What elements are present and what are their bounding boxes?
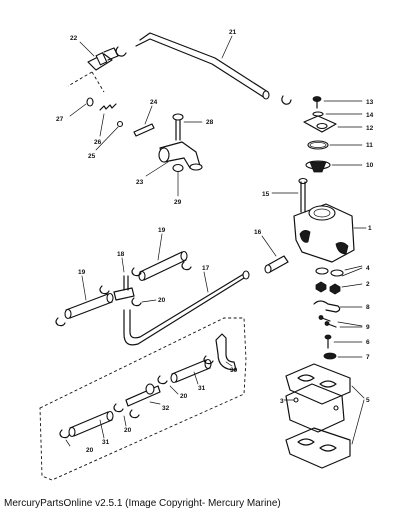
callout-14: 14 (366, 112, 374, 119)
part-30-elbow-hose (215, 333, 237, 371)
callout-20b: 20 (180, 393, 188, 400)
callout-30: 30 (230, 367, 238, 374)
part-28-screw (172, 113, 203, 141)
callout-19b: 19 (78, 269, 86, 276)
callout-18: 18 (117, 251, 125, 258)
callout-13: 13 (366, 99, 374, 106)
part-19-hose-left (64, 275, 114, 320)
callout-20a: 20 (158, 297, 166, 304)
part-27-oring (69, 97, 94, 117)
callout-12: 12 (366, 125, 374, 132)
callout-24: 24 (150, 99, 158, 106)
part-4-washers (315, 265, 363, 277)
part-7-washer (323, 352, 363, 360)
part-21-tube (135, 32, 270, 100)
part-29-washer (172, 163, 184, 197)
part-18-tee (113, 257, 135, 301)
part-2-nuts (315, 281, 363, 295)
part-13-screw (312, 96, 363, 109)
part-10-thermostat (305, 160, 363, 173)
leader-dashed-27 (67, 71, 93, 87)
callout-15: 15 (262, 191, 270, 198)
callout-9: 9 (366, 324, 370, 331)
part-16-fitting (261, 235, 289, 274)
part-9-screws (318, 315, 363, 328)
part-19-hose-upper (138, 233, 188, 282)
part-25-pin (95, 120, 124, 151)
part-23-elbow (145, 141, 203, 177)
callout-11: 11 (366, 142, 373, 149)
image-caption: MercuryPartsOnline v2.5.1 (Image Copyrig… (4, 498, 281, 509)
part-11-oring (307, 140, 363, 150)
callout-21: 21 (229, 29, 237, 36)
callout-7: 7 (366, 354, 370, 361)
part-20-clamps-upper (55, 261, 192, 327)
callout-1: 1 (368, 225, 372, 232)
callout-labels: 1 2 3 4 5 6 7 8 9 10 11 12 13 14 15 16 1… (56, 29, 374, 454)
part-26-spring (99, 103, 117, 137)
callout-32: 32 (162, 405, 170, 412)
part-24-nipple (133, 105, 155, 137)
callout-26: 26 (94, 139, 102, 146)
part-6-bolt (324, 334, 363, 349)
callout-19a: 19 (158, 227, 166, 234)
callout-8: 8 (366, 304, 370, 311)
callout-31a: 31 (198, 385, 206, 392)
callout-3: 3 (280, 398, 284, 405)
callout-29: 29 (174, 199, 182, 206)
callout-27: 27 (56, 116, 64, 123)
callout-31b: 31 (102, 439, 110, 446)
callout-10: 10 (366, 162, 374, 169)
callout-2: 2 (366, 281, 370, 288)
callout-20c: 20 (124, 427, 132, 434)
part-31-hose-lower (68, 410, 114, 439)
callout-22: 22 (70, 35, 78, 42)
part-15-bolt (271, 177, 308, 213)
leader-dashed-22 (91, 71, 105, 93)
part-3-plate (283, 383, 345, 433)
part-5-gaskets (285, 363, 365, 469)
callout-28: 28 (206, 119, 214, 126)
callout-17: 17 (202, 265, 210, 272)
callout-20d: 20 (86, 447, 94, 454)
part-1-housing (293, 203, 367, 263)
part-31-hose-upper (170, 358, 212, 385)
part-14-washer (312, 111, 363, 117)
part-8-clip (313, 300, 363, 313)
callout-16: 16 (254, 229, 262, 236)
part-32-fitting (125, 383, 161, 407)
part-22-fitting (79, 41, 119, 71)
part-20-clamps-lower (59, 355, 214, 447)
callout-4: 4 (366, 265, 370, 272)
callout-5: 5 (366, 397, 370, 404)
part-12-cover (303, 115, 363, 133)
callout-25: 25 (88, 153, 96, 160)
callout-6: 6 (366, 339, 370, 346)
callout-23: 23 (136, 179, 144, 186)
part-17-tube (123, 270, 250, 346)
